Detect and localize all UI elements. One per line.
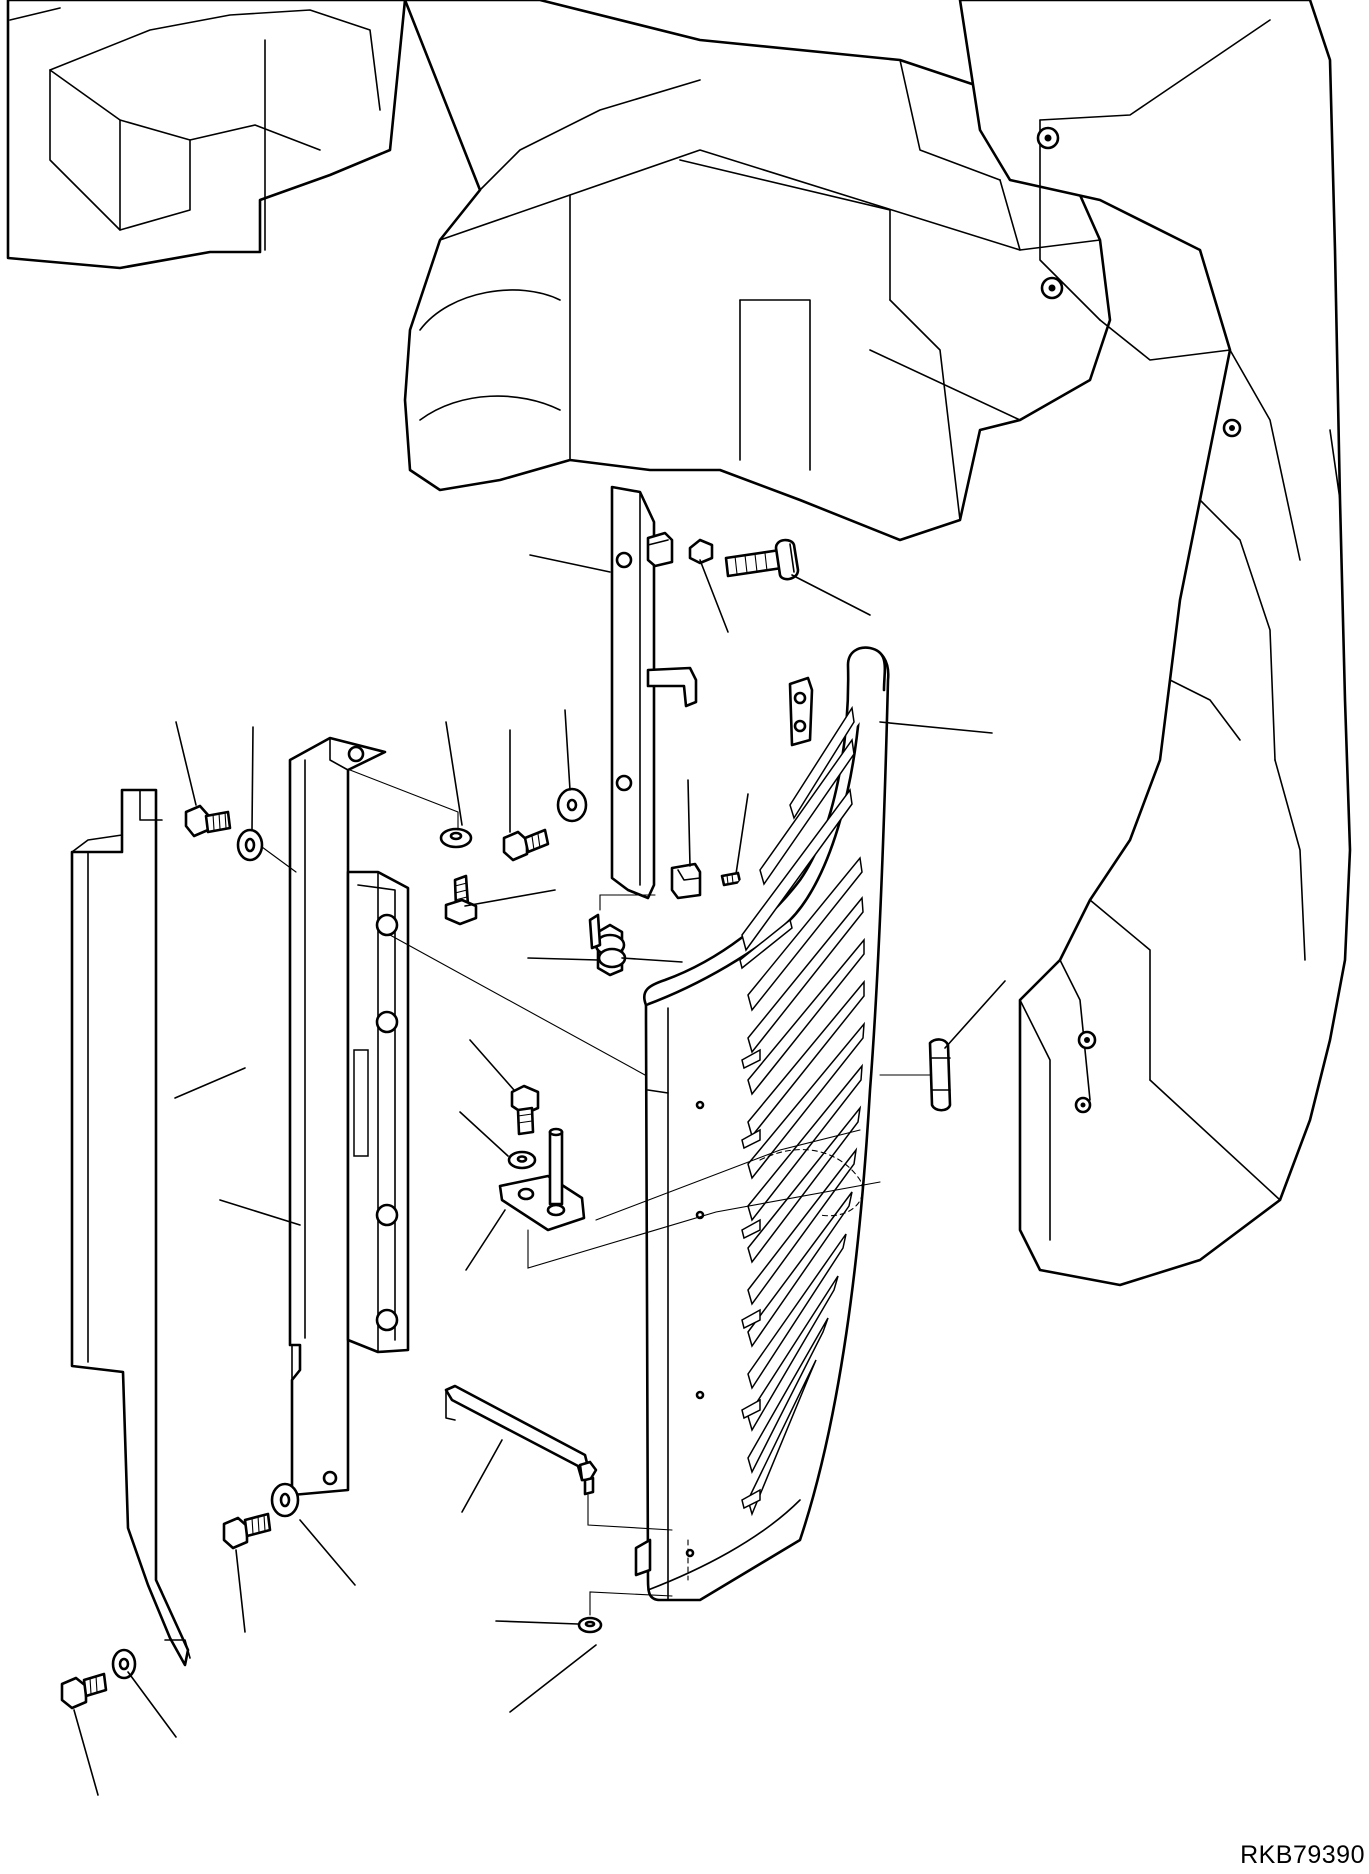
- rubber-pad: [928, 1038, 952, 1112]
- latch-screw-assembly: [688, 538, 800, 581]
- bolt-center: [510, 1084, 540, 1136]
- radiator-grille: [634, 646, 890, 1602]
- washer-right: [556, 787, 588, 823]
- bolt-bottom: [60, 1672, 108, 1710]
- assembly-guide-lines: [261, 769, 931, 1616]
- latch-rail: [610, 485, 698, 900]
- pin-bracket-plate: [498, 1127, 586, 1232]
- latch-clip: [670, 862, 742, 900]
- grille-slats: [739, 705, 865, 1517]
- hinge-mounting-bracket: [288, 736, 410, 1497]
- washer-bottom: [111, 1648, 137, 1680]
- bolt-vertical: [444, 874, 478, 926]
- leader-lines: [73, 554, 1006, 1796]
- washer-center: [507, 1150, 537, 1170]
- lock-rod: [444, 1384, 598, 1496]
- machine-body-casting: [6, 0, 1352, 1287]
- small-washer-bottom: [577, 1616, 603, 1634]
- bolt-lower-left: [222, 1512, 272, 1550]
- bolt-middle: [502, 828, 550, 862]
- bolt-upper-left: [184, 804, 232, 838]
- drawing-code-label: RKB79390: [1240, 1841, 1365, 1869]
- washer-lower-left: [270, 1482, 300, 1518]
- side-cover-plate: [70, 788, 191, 1667]
- quarter-turn-fastener: [588, 913, 627, 977]
- washer-upper-left: [236, 828, 264, 862]
- washer-middle: [439, 827, 473, 849]
